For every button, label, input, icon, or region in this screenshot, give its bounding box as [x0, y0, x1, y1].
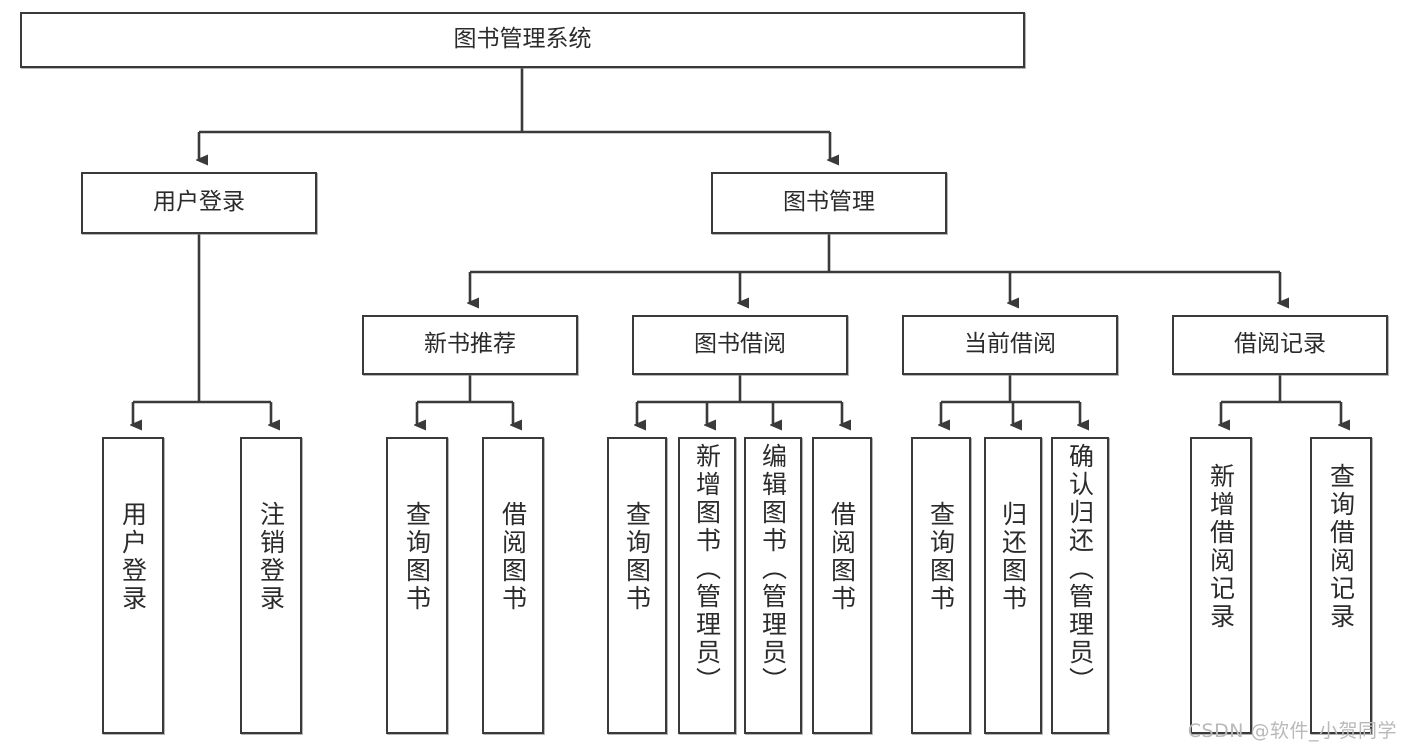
- node-label: 图书管理: [783, 189, 875, 216]
- node-label: 用户登录: [153, 189, 245, 216]
- csdn-watermark: CSDN @软件_小贺同学: [1187, 720, 1397, 742]
- leaf-edit-book-admin[interactable]: 编辑图书（管理员）: [744, 437, 802, 734]
- node-label: 查询图书: [926, 501, 956, 613]
- node-label: 当前借阅: [964, 331, 1056, 358]
- node-label: 查询图书: [402, 501, 432, 613]
- node-book-borrow[interactable]: 图书借阅: [632, 315, 848, 375]
- node-label: 用户登录: [118, 501, 148, 613]
- leaf-add-borrow-record[interactable]: 新增借阅记录: [1190, 437, 1252, 734]
- leaf-logout-login[interactable]: 注销登录: [240, 437, 302, 734]
- leaf-borrow-book-borrow[interactable]: 借阅图书: [812, 437, 872, 734]
- leaf-return-book[interactable]: 归还图书: [984, 437, 1042, 734]
- leaf-query-book-borrow[interactable]: 查询图书: [607, 437, 667, 734]
- node-label: 借阅图书: [827, 501, 857, 613]
- leaf-query-book-recommend[interactable]: 查询图书: [386, 437, 448, 734]
- leaf-query-book-current[interactable]: 查询图书: [911, 437, 971, 734]
- node-label: 新增图书（管理员）: [692, 443, 722, 695]
- node-label: 图书借阅: [694, 331, 786, 358]
- node-root-system[interactable]: 图书管理系统: [20, 12, 1025, 68]
- leaf-confirm-return-admin[interactable]: 确认归还（管理员）: [1051, 437, 1109, 734]
- node-current-borrow[interactable]: 当前借阅: [902, 315, 1118, 375]
- node-book-manage[interactable]: 图书管理: [711, 172, 947, 234]
- node-borrow-record[interactable]: 借阅记录: [1172, 315, 1388, 375]
- leaf-user-login[interactable]: 用户登录: [102, 437, 164, 734]
- node-label: 借阅记录: [1234, 331, 1326, 358]
- leaf-query-borrow-record[interactable]: 查询借阅记录: [1310, 437, 1372, 734]
- node-user-login[interactable]: 用户登录: [81, 172, 317, 234]
- node-label: 编辑图书（管理员）: [758, 443, 788, 695]
- node-label: 查询图书: [622, 501, 652, 613]
- leaf-add-book-admin[interactable]: 新增图书（管理员）: [678, 437, 736, 734]
- node-label: 确认归还（管理员）: [1065, 443, 1095, 695]
- node-new-book-recommend[interactable]: 新书推荐: [362, 315, 578, 375]
- node-label: 注销登录: [256, 501, 286, 613]
- node-label: 新增借阅记录: [1206, 463, 1236, 631]
- node-label: 图书管理系统: [453, 26, 592, 53]
- node-label: 借阅图书: [498, 501, 528, 613]
- node-label: 归还图书: [998, 501, 1028, 613]
- node-label: 查询借阅记录: [1326, 463, 1356, 631]
- leaf-borrow-book-recommend[interactable]: 借阅图书: [482, 437, 544, 734]
- node-label: 新书推荐: [424, 331, 516, 358]
